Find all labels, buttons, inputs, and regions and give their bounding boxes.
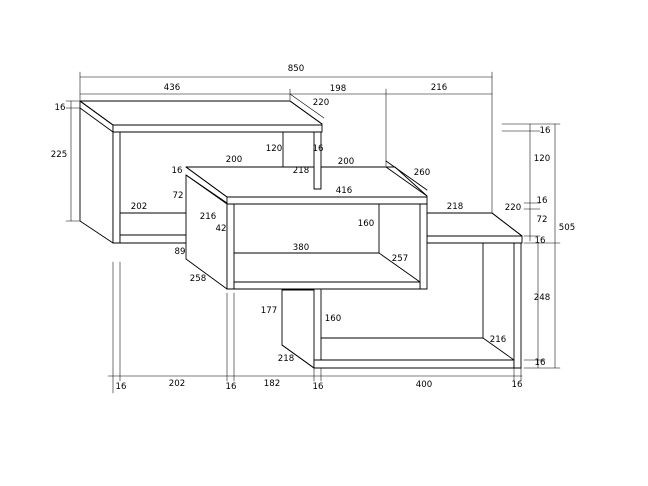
label-198: 198	[330, 84, 346, 94]
label-220-right: 220	[505, 203, 521, 213]
label-89: 89	[175, 247, 186, 257]
label-850: 850	[288, 64, 304, 74]
label-160-mid: 160	[358, 219, 374, 229]
label-400: 400	[416, 380, 432, 390]
middle-module	[185, 160, 428, 290]
label-120-right: 120	[534, 154, 550, 164]
label-16-divider: 16	[313, 144, 324, 154]
label-200-right: 200	[338, 157, 354, 167]
label-16-r4: 16	[535, 358, 546, 368]
label-16-r2: 16	[537, 196, 548, 206]
label-16-left: 16	[55, 103, 66, 113]
label-160-low: 160	[325, 314, 341, 324]
label-380: 380	[293, 243, 309, 253]
label-260: 260	[414, 168, 430, 178]
label-42: 42	[216, 224, 227, 234]
label-225: 225	[51, 150, 67, 160]
label-216-low: 216	[490, 335, 506, 345]
label-16-r1: 16	[540, 126, 551, 136]
label-258: 258	[190, 274, 206, 284]
label-218-right: 218	[447, 202, 463, 212]
label-16-b3: 16	[313, 382, 324, 392]
label-120-divider: 120	[266, 144, 282, 154]
label-16-b2: 16	[226, 382, 237, 392]
label-416: 416	[336, 186, 352, 196]
label-202-bottom: 202	[169, 379, 185, 389]
label-16-b4: 16	[512, 380, 523, 390]
label-436: 436	[164, 83, 180, 93]
label-16-r3: 16	[535, 236, 546, 246]
label-218-low: 218	[278, 354, 294, 364]
label-177: 177	[261, 306, 277, 316]
label-16-mid: 16	[172, 166, 183, 176]
label-248: 248	[534, 293, 550, 303]
label-202-shelf: 202	[131, 202, 147, 212]
label-72-mid: 72	[173, 191, 184, 201]
label-218-mid: 218	[293, 166, 309, 176]
label-216-top: 216	[431, 83, 447, 93]
label-216-shelf: 216	[200, 212, 216, 222]
label-182: 182	[264, 379, 280, 389]
label-200-left: 200	[226, 155, 242, 165]
label-220-top: 220	[313, 98, 329, 108]
label-257: 257	[392, 254, 408, 264]
lower-box	[281, 242, 522, 369]
dimension-labels: 850 436 198 216 220 16 225 120 16 200 21…	[51, 64, 575, 392]
dimension-lines	[65, 71, 561, 394]
label-16-b1: 16	[116, 382, 127, 392]
label-72-right: 72	[537, 215, 548, 225]
label-505: 505	[559, 223, 575, 233]
right-top-shelf	[426, 212, 523, 244]
